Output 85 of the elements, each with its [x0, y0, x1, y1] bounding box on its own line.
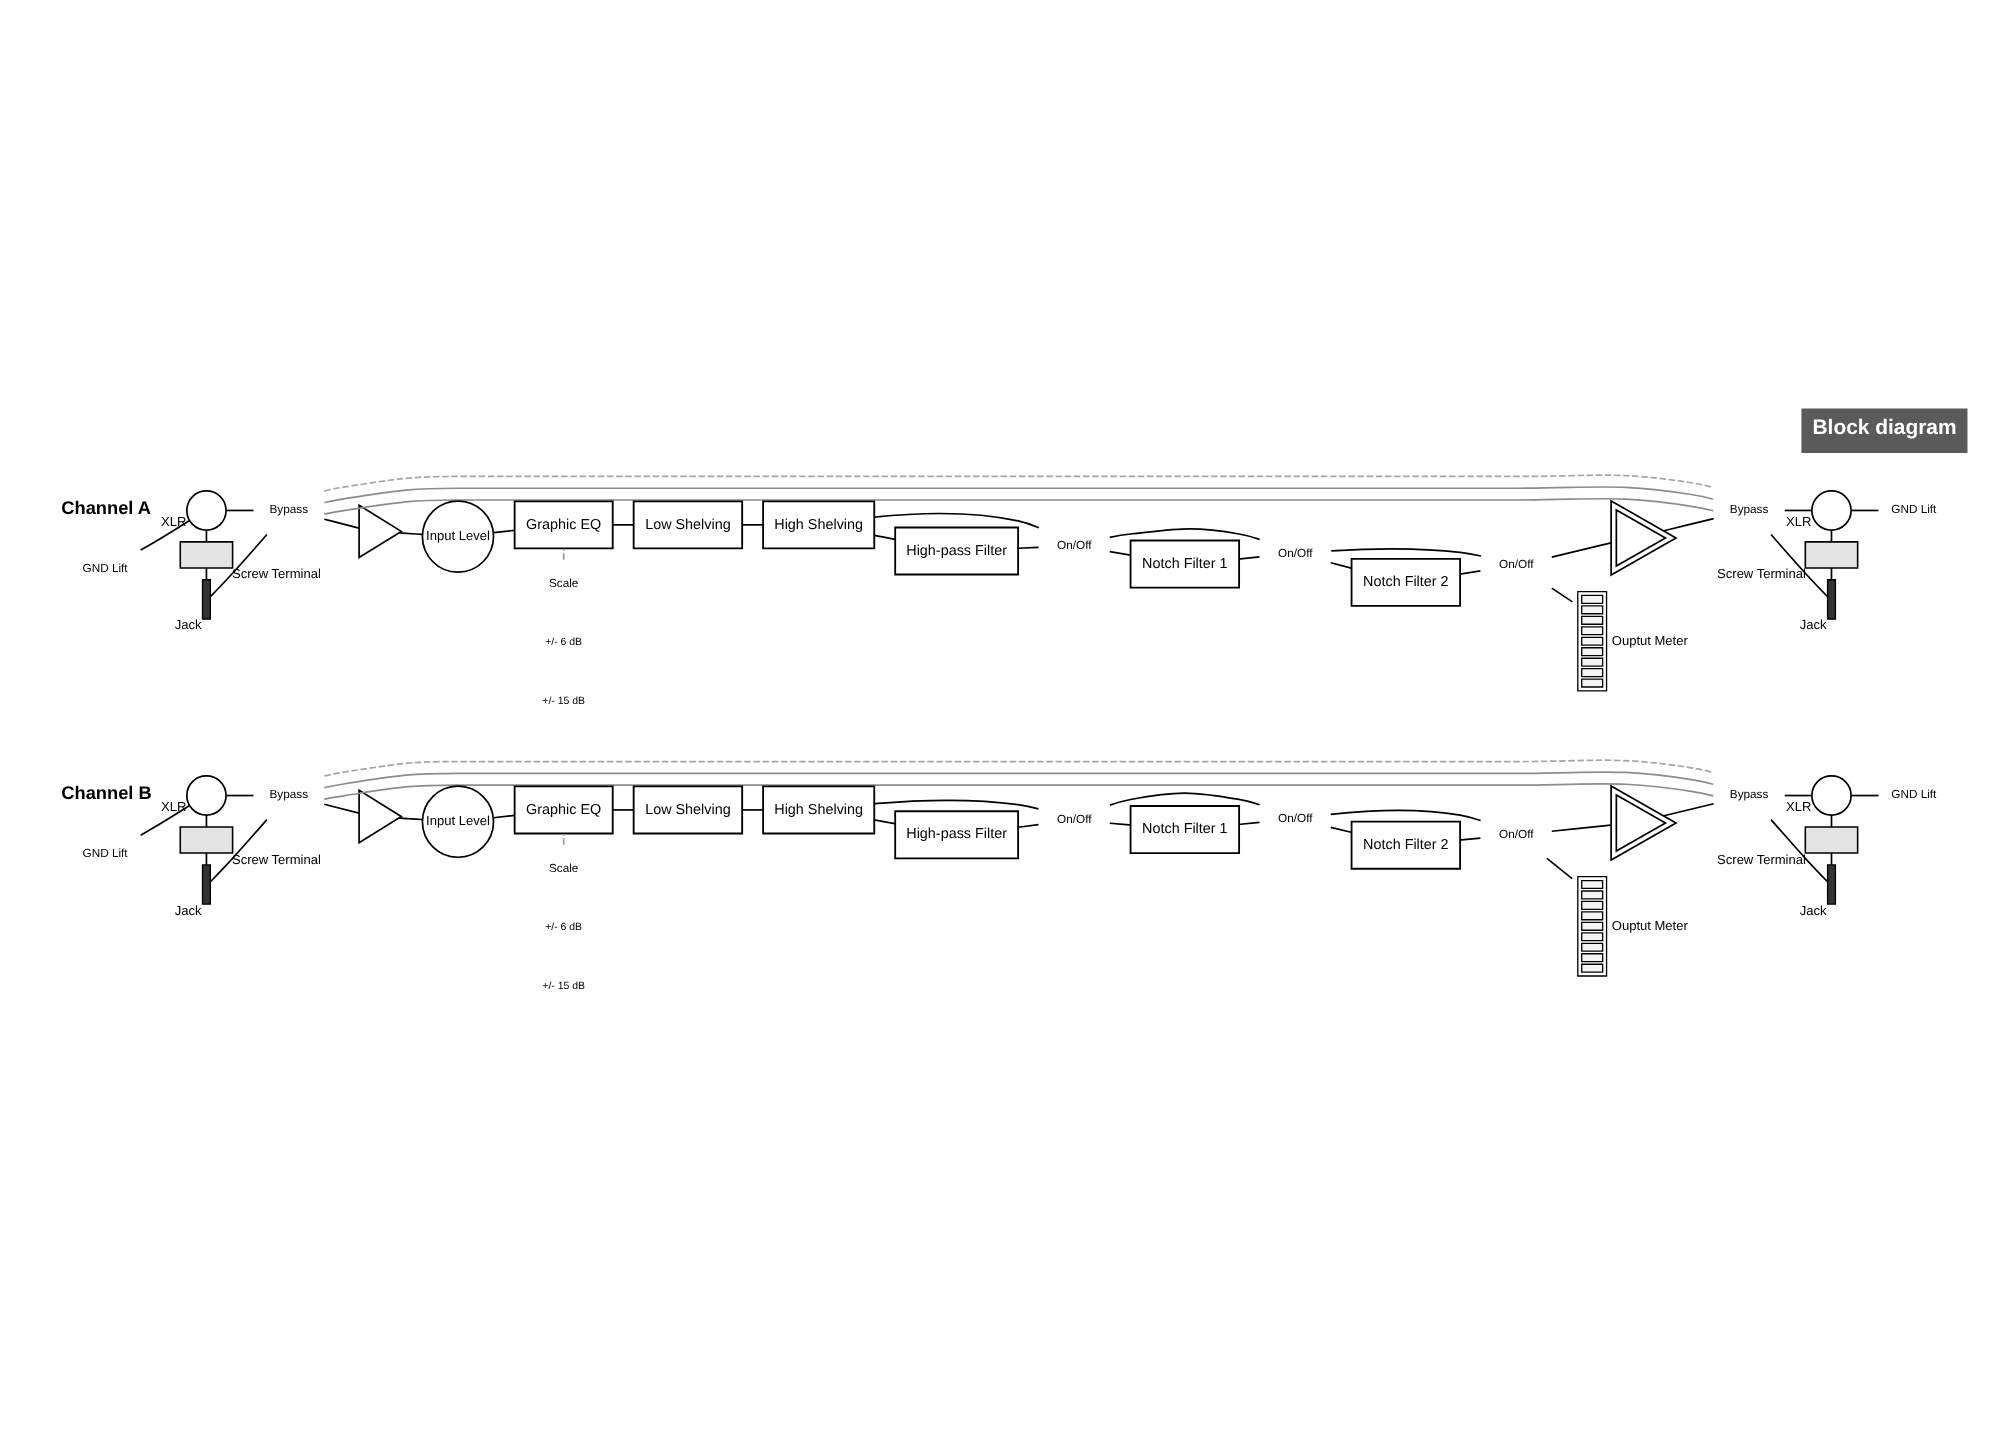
connector — [323, 781, 1715, 799]
connector — [873, 798, 1040, 809]
connector — [1546, 856, 1573, 879]
node-circle — [1811, 774, 1852, 815]
connector — [1663, 516, 1715, 531]
node-box: High Shelving — [762, 499, 876, 549]
node-triangle — [358, 502, 403, 559]
connector — [1770, 817, 1829, 882]
connector — [1459, 836, 1482, 840]
connector — [1109, 791, 1261, 805]
node-circle — [185, 489, 227, 530]
node-bar — [1826, 578, 1837, 619]
connector — [612, 808, 635, 810]
connector — [1108, 549, 1132, 555]
connector — [1017, 822, 1040, 828]
connector — [323, 770, 1715, 788]
connector — [323, 485, 1715, 503]
node-triangle — [1610, 498, 1678, 576]
connector — [139, 803, 191, 836]
connector — [1550, 586, 1574, 602]
connector — [323, 517, 360, 528]
node-box: Low Shelving — [632, 499, 744, 549]
connector — [1329, 825, 1353, 833]
connector — [1238, 820, 1261, 825]
connector — [398, 816, 423, 820]
node-box — [179, 540, 234, 568]
connector — [873, 818, 896, 824]
connector — [1850, 793, 1880, 796]
connector — [225, 793, 255, 796]
node-box: High Shelving — [762, 784, 876, 834]
connector — [1108, 821, 1132, 825]
connector — [1663, 801, 1715, 816]
connector — [562, 547, 565, 560]
connector — [741, 808, 764, 810]
connector — [1550, 541, 1612, 557]
node-circle — [1811, 489, 1852, 530]
connector — [209, 532, 268, 597]
diagram-title: Block diagram — [1812, 417, 1957, 440]
connector — [1330, 547, 1482, 556]
connector — [562, 832, 565, 845]
connector — [225, 508, 255, 511]
connector — [1329, 560, 1353, 569]
connector — [1238, 555, 1261, 559]
node-box: Notch Filter 2 — [1350, 556, 1461, 606]
connector — [612, 523, 635, 525]
node-box — [1804, 825, 1859, 853]
connector — [1783, 793, 1813, 796]
node-box: High-pass Filter — [894, 809, 1020, 859]
connector — [1850, 508, 1880, 511]
connector — [323, 758, 1715, 776]
connector — [492, 813, 516, 818]
node-box: Notch Filter 1 — [1129, 804, 1241, 853]
connector — [139, 518, 191, 550]
connector — [209, 817, 268, 882]
connector — [1770, 532, 1829, 597]
node-box — [1804, 540, 1859, 568]
node-triangle — [358, 787, 403, 844]
connector — [323, 496, 1715, 514]
connector — [873, 533, 896, 540]
connector — [1108, 527, 1261, 540]
connector — [323, 802, 360, 813]
node-bar — [201, 863, 211, 904]
connector — [492, 528, 516, 533]
node-box: High-pass Filter — [894, 525, 1020, 575]
connector — [1017, 545, 1040, 549]
connector — [741, 523, 764, 525]
connector — [1459, 569, 1482, 574]
node-circle — [185, 774, 227, 815]
connector — [1783, 508, 1813, 511]
label: Channel B — [61, 782, 152, 803]
connector — [1550, 823, 1612, 832]
node-box: Low Shelving — [632, 784, 744, 834]
node-box: Notch Filter 2 — [1350, 819, 1461, 869]
node-box — [179, 825, 234, 853]
node-bar — [201, 578, 211, 619]
node-bar — [1826, 863, 1837, 904]
connector — [1329, 808, 1482, 821]
node-triangle — [1610, 783, 1678, 861]
connector — [323, 473, 1715, 491]
node-box: Graphic EQ — [513, 784, 614, 834]
connector — [398, 531, 423, 535]
node-box: Notch Filter 1 — [1129, 538, 1241, 588]
label: Channel A — [61, 496, 151, 517]
connector — [873, 511, 1040, 528]
node-box: Graphic EQ — [513, 499, 614, 549]
